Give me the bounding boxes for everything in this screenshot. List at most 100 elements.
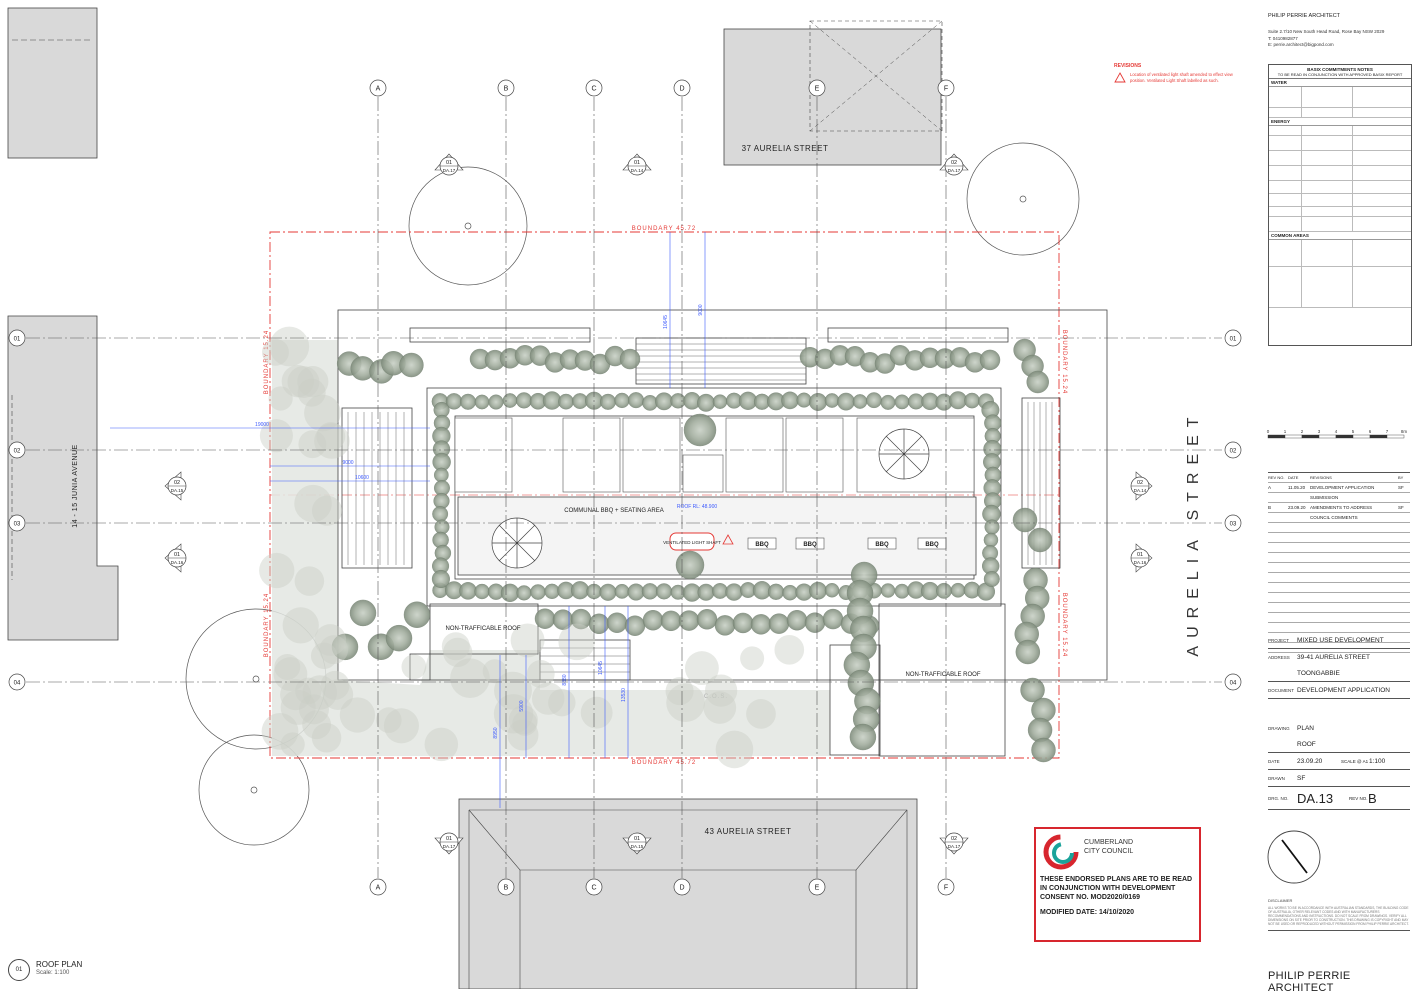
revision-row-empty [1268, 633, 1410, 643]
svg-text:1: 1 [1284, 429, 1287, 434]
disclaimer-body: ALL WORKS TO BE IN ACCORDANCE WITH AUSTR… [1268, 906, 1409, 926]
svg-text:D: D [679, 86, 684, 93]
address-value-2: TOONGABBIE [1297, 669, 1340, 677]
rev-by: SF [1398, 505, 1404, 510]
grid-bubble-02: 02 [1224, 441, 1242, 459]
disclaimer-title: DISCLAIMER [1268, 898, 1293, 903]
council-name-line-1: CUMBERLAND [1084, 839, 1134, 846]
revision-row-empty [1268, 623, 1410, 633]
basix-row [1269, 267, 1411, 308]
dim-9000-top: 9000 [698, 304, 704, 315]
planting [259, 326, 1056, 769]
basix-row [1269, 217, 1411, 232]
svg-text:DA.17: DA.17 [443, 168, 456, 173]
bbq-label-4: BBQ [925, 542, 939, 548]
revision-note-body: Location of ventilated light shaft amend… [1130, 72, 1233, 83]
basix-row [1269, 108, 1411, 118]
common-open-space: C.O.S. [272, 340, 830, 756]
north-arrow [1267, 830, 1321, 884]
grid-bubble-04: 04 [8, 673, 26, 691]
info-row-drgno: DRG. NO. DA.13 REV NO. B [1268, 787, 1410, 810]
boundary-left-label-a: BOUNDARY 15.24 [264, 330, 270, 394]
label-37-aurelia: 37 AURELIA STREET [742, 144, 829, 153]
basix-section-common: COMMON AREAS [1269, 232, 1411, 240]
svg-text:E: E [815, 86, 820, 93]
drawn-value: SF [1297, 774, 1306, 782]
svg-text:04: 04 [1230, 681, 1237, 687]
boundary-right-label-a: BOUNDARY 15.24 [1061, 330, 1067, 394]
grid-bubble-B: B [497, 878, 515, 896]
plan-number: 01 [8, 959, 30, 981]
svg-text:F: F [944, 86, 948, 93]
svg-text:02: 02 [951, 836, 957, 842]
drawing-label: DRAWING [1268, 725, 1290, 731]
council-logo-icon [1043, 834, 1079, 870]
svg-text:D: D [679, 885, 684, 892]
rev-no [1268, 513, 1288, 522]
svg-text:0: 0 [1267, 429, 1270, 434]
rev-no: A [1268, 485, 1272, 490]
grid-bubble-02: 02 [8, 441, 26, 459]
svg-text:DA.17: DA.17 [948, 844, 961, 849]
bbq-units: BBQ BBQ BBQ BBQ [747, 537, 947, 550]
revision-row-empty [1268, 543, 1410, 553]
revision-row: B 23.09.20 AMENDMENTS TO ADDRESS SF [1268, 503, 1410, 513]
council-name-line-2: CITY COUNCIL [1084, 848, 1134, 855]
scale-label: SCALE @ A1 [1341, 758, 1369, 764]
svg-text:3: 3 [1318, 429, 1321, 434]
boundary-left-label-b: BOUNDARY 15.24 [264, 593, 270, 657]
stairs-hatching [347, 343, 1053, 673]
svg-text:02: 02 [1137, 480, 1143, 486]
svg-text:DA.14: DA.14 [1134, 488, 1147, 493]
dim-10600: 10600 [355, 475, 369, 481]
svg-text:A: A [376, 86, 381, 93]
svg-text:DA.15: DA.15 [631, 844, 644, 849]
svg-text:A: A [376, 885, 381, 892]
info-row-date: DATE 23.09.20 SCALE @ A1 1:100 [1268, 753, 1410, 770]
grid-bubble-A: A [369, 878, 387, 896]
rev-text: DEVELOPMENT APPLICATION [1310, 485, 1375, 490]
revision-table: REV NO. DATE REVISIONS BY A 11.05.20 DEV… [1268, 472, 1410, 653]
plan-title: ROOF PLAN [36, 960, 83, 969]
revision-row: A 11.05.20 DEVELOPMENT APPLICATION SF [1268, 483, 1410, 493]
basix-section-energy: ENERGY [1269, 118, 1411, 126]
site-boundary: BOUNDARY 45.72 BOUNDARY 45.72 BOUNDARY 1… [264, 226, 1067, 766]
council-stamp: CUMBERLAND CITY COUNCIL THESE ENDORSED P… [1034, 827, 1201, 942]
svg-text:DA.16: DA.16 [171, 560, 184, 565]
revno-value: B [1368, 790, 1377, 806]
svg-text:02: 02 [174, 480, 180, 486]
address-label: ADDRESS [1268, 654, 1290, 660]
council-name: CUMBERLAND CITY COUNCIL [1084, 838, 1133, 856]
address-line-2: T: 0410982877 [1268, 35, 1298, 41]
project-value: MIXED USE DEVELOPMENT [1297, 636, 1384, 644]
basix-row [1269, 194, 1411, 207]
svg-text:DA.17: DA.17 [948, 168, 961, 173]
grid-bubble-D: D [673, 79, 691, 97]
grid-bubble-E: E [808, 878, 826, 896]
revision-row: COUNCIL COMMENTS [1268, 513, 1410, 523]
document-label: DOCUMENT [1268, 687, 1294, 693]
rev-col-text: REVISIONS [1310, 475, 1332, 480]
basix-row [1269, 240, 1411, 267]
boundary-top-label: BOUNDARY 45.72 [632, 226, 696, 232]
dim-10645-bottom: 10645 [598, 661, 604, 675]
grid-bubble-A: A [369, 79, 387, 97]
stamp-endorsement-text: THESE ENDORSED PLANS ARE TO BE READ IN C… [1040, 876, 1193, 901]
grid-bubble-C: C [585, 79, 603, 97]
rev-text: COUNCIL COMMENTS [1310, 515, 1358, 520]
svg-text:02: 02 [951, 160, 957, 166]
drawing-value-2: ROOF [1297, 740, 1316, 748]
title-block: PHILIP PERRIE ARCHITECT Suite 2.7/10 New… [1262, 0, 1414, 994]
rev-by [1398, 493, 1410, 502]
